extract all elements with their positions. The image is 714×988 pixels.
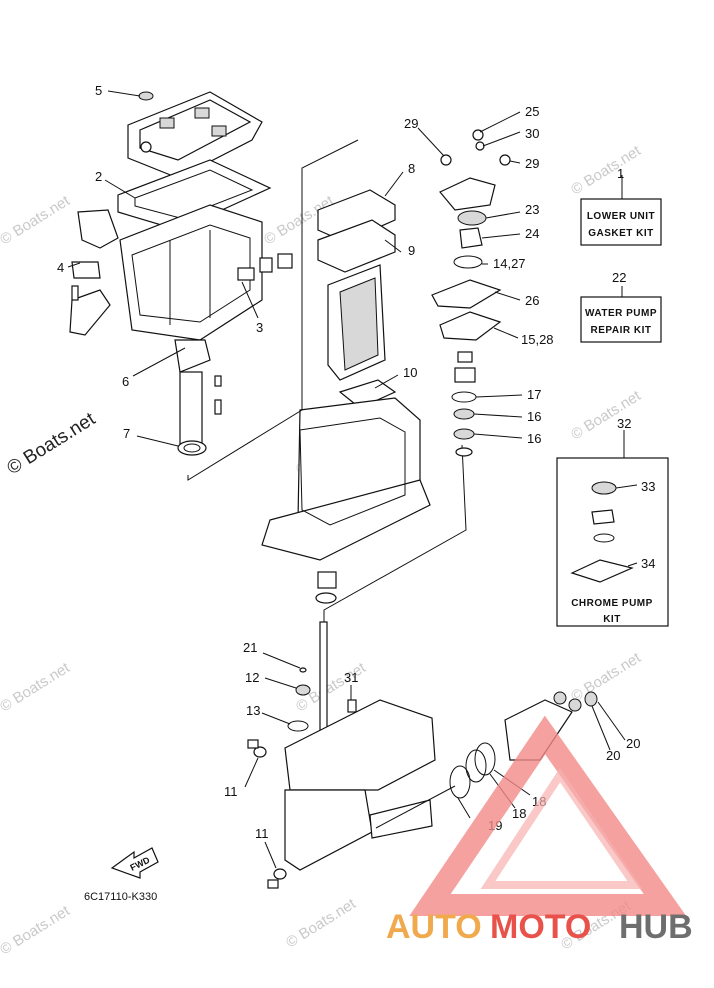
fwd-arrow: FWD (110, 847, 159, 879)
callout-3: 3 (256, 320, 263, 335)
upper-casing-group (69, 91, 293, 456)
gearcase-group (247, 621, 598, 889)
logo-text-auto: AUTO (386, 908, 482, 946)
callout-30: 30 (525, 126, 539, 141)
callout-23: 23 (525, 202, 539, 217)
callout-13: 13 (246, 703, 260, 718)
watermark: © Boats.net (0, 659, 73, 716)
callout-29-right: 29 (525, 156, 539, 171)
watermark: © Boats.net (283, 895, 359, 952)
callout-5: 5 (95, 83, 102, 98)
callout-20-upper: 20 (626, 736, 640, 751)
callout-22: 22 (612, 270, 626, 285)
callout-14-27: 14,27 (493, 256, 526, 271)
kit-box-line: KIT (603, 614, 621, 625)
callout-10: 10 (403, 365, 417, 380)
watermark-large: © Boats.net (4, 408, 100, 479)
water-pump-group (431, 129, 511, 457)
callout-18-lower: 18 (512, 806, 526, 821)
callout-4: 4 (57, 260, 64, 275)
callout-21: 21 (243, 640, 257, 655)
diagram-reference: 6C17110-K330 (84, 891, 157, 903)
kit-box-line: LOWER UNIT (587, 211, 655, 222)
callout-31: 31 (344, 670, 358, 685)
callout-1: 1 (617, 166, 624, 181)
callout-26: 26 (525, 293, 539, 308)
callout-16-lower: 16 (527, 431, 541, 446)
exhaust-plate-group (187, 139, 467, 640)
callout-6: 6 (122, 374, 129, 389)
callout-29-left: 29 (404, 116, 418, 131)
callout-24: 24 (525, 226, 539, 241)
callout-8: 8 (408, 161, 415, 176)
callout-17: 17 (527, 387, 541, 402)
callout-25: 25 (525, 104, 539, 119)
logo-text-hub: HUB (619, 908, 693, 946)
watermark: © Boats.net (568, 649, 644, 706)
logo-text-moto: MOTO (490, 908, 591, 946)
callout-9: 9 (408, 243, 415, 258)
callout-11-lower: 11 (255, 826, 269, 841)
kit-box-line: GASKET KIT (588, 228, 654, 239)
watermark: © Boats.net (568, 387, 644, 444)
kit-box-line: CHROME PUMP (571, 598, 653, 609)
callout-20-lower: 20 (606, 748, 620, 763)
kit-box-lower-unit-gasket: LOWER UNIT GASKET KIT (580, 198, 662, 246)
callout-16-upper: 16 (527, 409, 541, 424)
callout-12: 12 (245, 670, 259, 685)
kit-box-line: REPAIR KIT (591, 325, 652, 336)
watermark: © Boats.net (568, 142, 644, 199)
watermark: © Boats.net (0, 192, 73, 249)
kit-box-line: WATER PUMP (585, 308, 657, 319)
automotohub-logo: AUTO MOTO HUB (386, 715, 693, 946)
callout-33: 33 (641, 479, 655, 494)
callout-2: 2 (95, 169, 102, 184)
callout-7: 7 (123, 426, 130, 441)
kit-box-water-pump-repair: WATER PUMP REPAIR KIT (580, 296, 662, 343)
callout-15-28: 15,28 (521, 332, 554, 347)
callout-11-upper: 11 (224, 784, 238, 799)
callout-34: 34 (641, 556, 655, 571)
watermark: © Boats.net (0, 902, 73, 959)
callout-32: 32 (617, 416, 631, 431)
